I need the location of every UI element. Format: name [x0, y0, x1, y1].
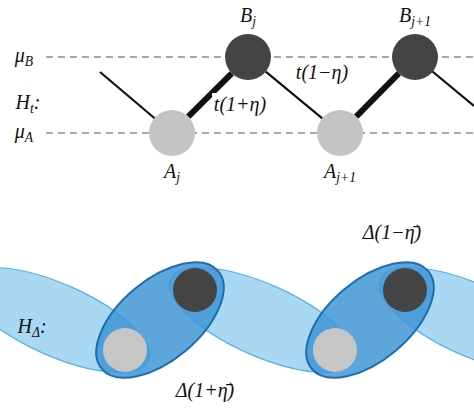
- site-label: Aj+1: [324, 160, 356, 186]
- site-label: Bj: [240, 4, 256, 30]
- site-label: Bj+1: [399, 4, 431, 30]
- level-line: [46, 132, 474, 133]
- hamiltonian-label: Ht:: [16, 91, 41, 117]
- bond-line: [356, 73, 399, 116]
- pair-sites: [103, 268, 427, 372]
- site-circle: Aj+1: [317, 110, 363, 156]
- site-circle: Aj: [149, 110, 195, 156]
- pairing-label: Δ(1+η̄): [176, 379, 234, 402]
- hopping-label: t(1+η): [212, 93, 268, 116]
- hamiltonian-label: HΔ:: [17, 315, 46, 341]
- level-label: μB: [15, 44, 33, 70]
- site-label: Aj: [164, 160, 180, 186]
- pairing-bands: [0, 241, 474, 400]
- site-circle: Bj+1: [392, 34, 438, 80]
- level-label: μA: [15, 120, 33, 146]
- hopping-label: t(1−η): [294, 61, 350, 84]
- site-circle: Bj: [225, 34, 271, 80]
- pairing-label: Δ(1−η̄): [363, 221, 421, 244]
